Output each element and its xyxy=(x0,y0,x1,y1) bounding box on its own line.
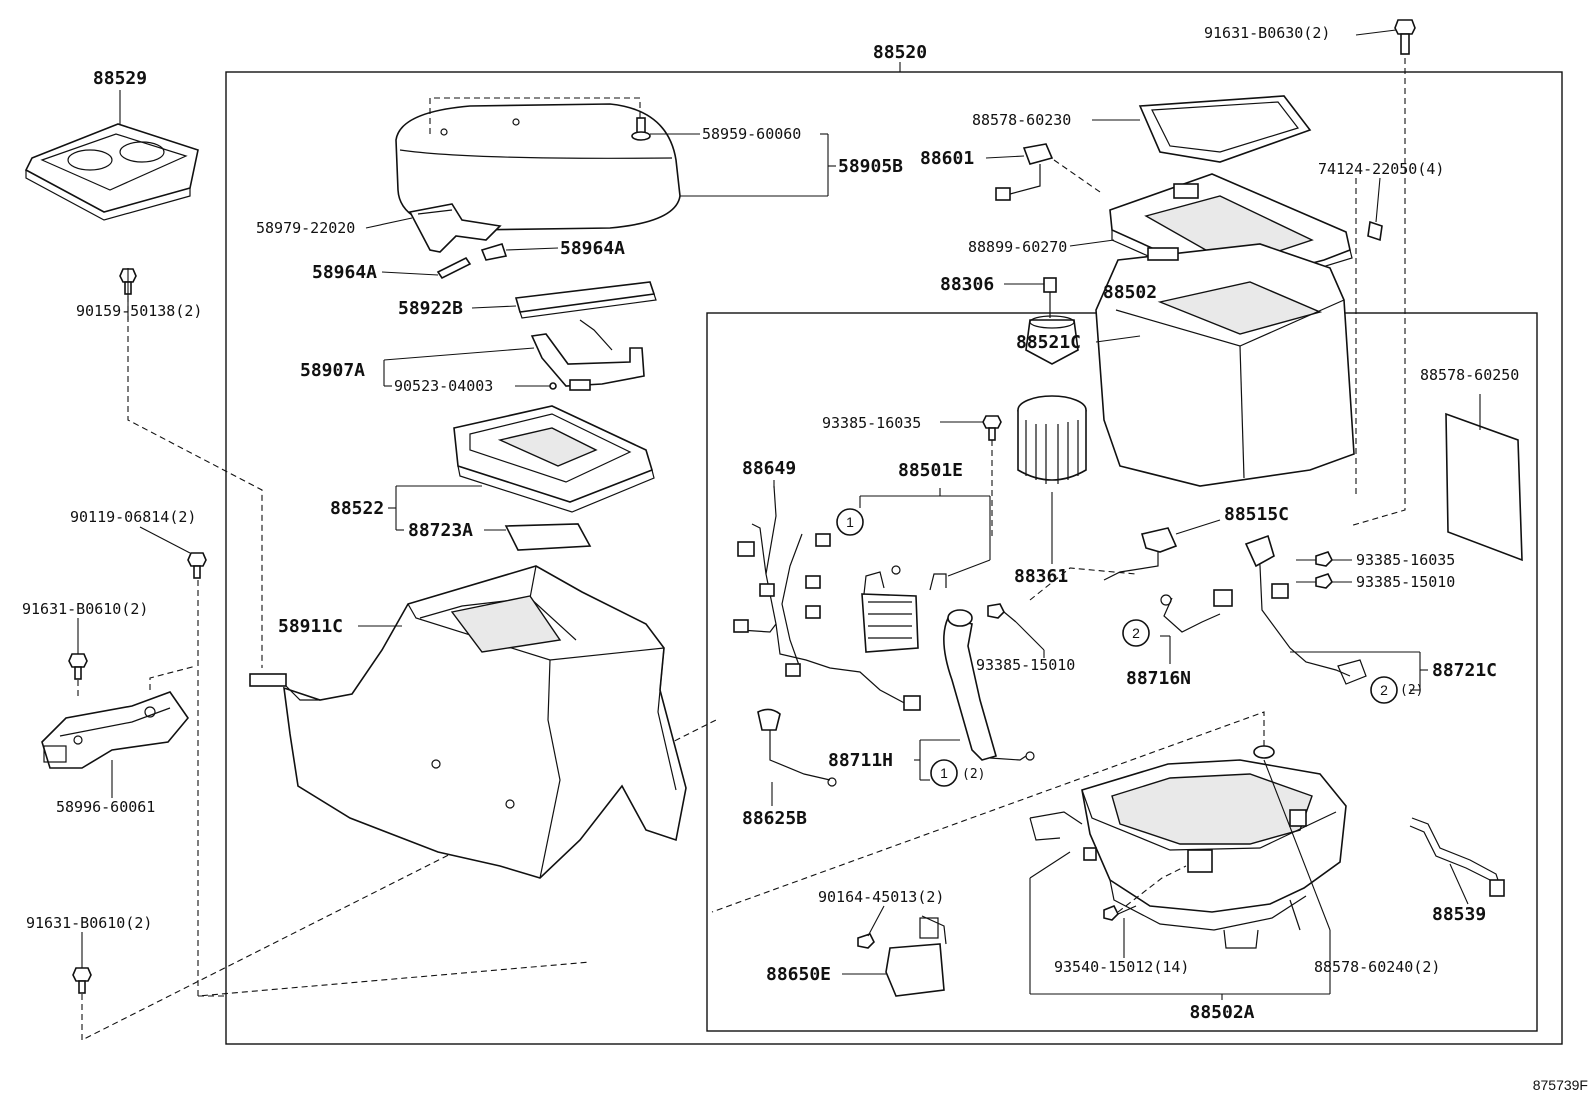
qty-label-1: (2) xyxy=(962,767,985,782)
clip-74124 xyxy=(1367,220,1383,242)
label-88721c: 88721C xyxy=(1432,660,1497,681)
screw-93385-16035-b xyxy=(1315,551,1333,567)
bolt-90119 xyxy=(187,552,207,579)
console-switch-part xyxy=(995,143,1054,201)
label-58996-60061: 58996-60061 xyxy=(56,798,155,816)
assembly-frame-88520 xyxy=(225,71,1563,1045)
insulator-pad-part xyxy=(1445,412,1523,562)
inner-tray-part xyxy=(453,405,655,513)
label-91631-b0630: 91631-B0630(2) xyxy=(1204,24,1330,42)
svg-text:2: 2 xyxy=(1380,682,1388,698)
label-58964a-left: 58964A xyxy=(312,262,377,283)
screw-93385-16035-a xyxy=(982,415,1002,441)
bolt-91631-upper xyxy=(68,653,88,680)
callout-1-lower: 1 xyxy=(930,759,958,787)
cup-holder-insert-part xyxy=(24,123,199,221)
console-bracket-part xyxy=(41,691,190,769)
screw-90164 xyxy=(857,933,875,949)
lid-plate-part xyxy=(514,281,657,319)
label-88650e: 88650E xyxy=(766,964,831,985)
label-90159-50138: 90159-50138(2) xyxy=(76,302,202,320)
label-88578-60250: 88578-60250 xyxy=(1420,366,1519,384)
wire-harness-88649 xyxy=(733,485,921,711)
label-90523-04003: 90523-04003 xyxy=(394,377,493,395)
label-88625b: 88625B xyxy=(742,808,807,829)
callout-2-right: 2 xyxy=(1370,676,1398,704)
screw-93540 xyxy=(1103,904,1137,921)
wire-88721c xyxy=(1244,534,1367,685)
gasket-frame-part xyxy=(1138,95,1312,163)
label-58905b: 58905B xyxy=(838,156,903,177)
label-88515c: 88515C xyxy=(1224,504,1289,525)
label-58964a-right: 58964A xyxy=(560,238,625,259)
callout-1-upper: 1 xyxy=(836,508,864,536)
clip-88578-60240 xyxy=(1083,847,1097,861)
lid-hinge-part xyxy=(530,319,645,391)
label-88522: 88522 xyxy=(330,498,384,519)
blower-motor-part xyxy=(1025,277,1079,365)
lock-spring-right xyxy=(480,243,508,261)
label-88502a: 88502A xyxy=(1189,1002,1254,1023)
label-88520: 88520 xyxy=(873,42,927,63)
label-58979-22020: 58979-22020 xyxy=(256,219,355,237)
label-88521c: 88521C xyxy=(1016,332,1081,353)
svg-text:1: 1 xyxy=(940,765,948,781)
lower-housing-part xyxy=(1029,745,1347,949)
blower-resistor-part xyxy=(861,565,947,653)
label-74124-22050: 74124-22050(4) xyxy=(1318,160,1444,178)
label-93385-16035-a: 93385-16035 xyxy=(822,414,921,432)
lid-pin-part xyxy=(631,117,651,141)
tray-mat-part xyxy=(504,523,592,551)
bolt-91631-b0630 xyxy=(1394,19,1416,55)
lock-plate-part xyxy=(408,203,502,253)
module-88650e xyxy=(885,915,947,997)
label-88501e: 88501E xyxy=(898,460,963,481)
label-88601: 88601 xyxy=(920,148,974,169)
svg-text:1: 1 xyxy=(846,514,854,530)
label-88578-60240: 88578-60240(2) xyxy=(1314,958,1440,976)
label-88899-60270: 88899-60270 xyxy=(968,238,1067,256)
label-58922b: 58922B xyxy=(398,298,463,319)
wire-88711h xyxy=(943,609,1035,761)
label-93385-15010-b: 93385-15010 xyxy=(1356,573,1455,591)
label-93385-15010-a: 93385-15010 xyxy=(976,656,1075,674)
label-93540-15012: 93540-15012(14) xyxy=(1054,958,1189,976)
lock-spring-left xyxy=(436,256,472,280)
label-88711h: 88711H xyxy=(828,750,893,771)
label-88361: 88361 xyxy=(1014,566,1068,587)
label-88716n: 88716N xyxy=(1126,668,1191,689)
label-88539: 88539 xyxy=(1432,904,1486,925)
label-90164-45013: 90164-45013(2) xyxy=(818,888,944,906)
wire-88716n xyxy=(1160,589,1233,633)
label-88529: 88529 xyxy=(93,68,147,89)
label-58907a: 58907A xyxy=(300,360,365,381)
label-91631-b0610-upper: 91631-B0610(2) xyxy=(22,600,148,618)
qty-label-2: (2) xyxy=(1400,683,1423,698)
reference-number: 875739F xyxy=(1533,1077,1588,1093)
screw-93385-15010-a xyxy=(987,603,1017,623)
bolt-91631-lower xyxy=(72,967,92,994)
console-body-part xyxy=(249,565,687,879)
callout-2-left: 2 xyxy=(1122,619,1150,647)
label-88723a: 88723A xyxy=(408,520,473,541)
label-93385-16035-b: 93385-16035 xyxy=(1356,551,1455,569)
thermistor-88515c xyxy=(1103,527,1178,581)
label-91631-b0610-lower: 91631-B0610(2) xyxy=(26,914,152,932)
upper-housing-part xyxy=(1095,243,1355,487)
blower-fan-part xyxy=(1017,395,1087,484)
label-88578-60230: 88578-60230 xyxy=(972,111,1071,129)
label-88306: 88306 xyxy=(940,274,994,295)
label-58959-60060: 58959-60060 xyxy=(702,125,801,143)
label-88649: 88649 xyxy=(742,458,796,479)
drain-hose-88539 xyxy=(1409,817,1505,897)
label-90119-06814: 90119-06814(2) xyxy=(70,508,196,526)
sensor-88625b xyxy=(757,708,837,787)
screw-93385-15010-b xyxy=(1315,573,1333,589)
svg-text:2: 2 xyxy=(1132,625,1140,641)
label-88502: 88502 xyxy=(1103,282,1157,303)
label-58911c: 58911C xyxy=(278,616,343,637)
